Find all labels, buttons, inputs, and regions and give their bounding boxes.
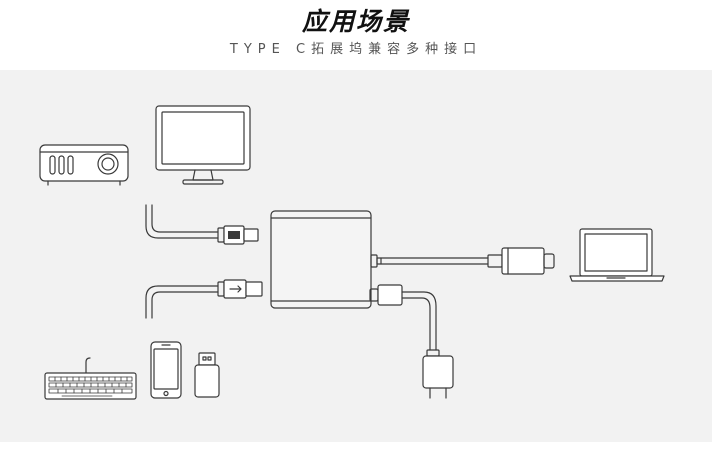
smartphone-icon (150, 341, 182, 399)
hdmi-cable-icon (145, 204, 259, 245)
page-subtitle: TYPE C拓展坞兼容多种接口 (229, 42, 483, 57)
laptop-icon (569, 228, 665, 282)
usb-cable-icon (145, 279, 263, 319)
usb-flash-drive-icon (194, 352, 220, 398)
projector-icon (39, 144, 129, 186)
usb-c-cable-to-laptop (380, 247, 555, 275)
usb-c-charger-icon (369, 284, 454, 399)
monitor-icon (155, 105, 251, 185)
keyboard-icon (44, 357, 137, 400)
usb-c-hub-icon (270, 210, 382, 309)
page-title: 应用场景 (301, 7, 410, 36)
